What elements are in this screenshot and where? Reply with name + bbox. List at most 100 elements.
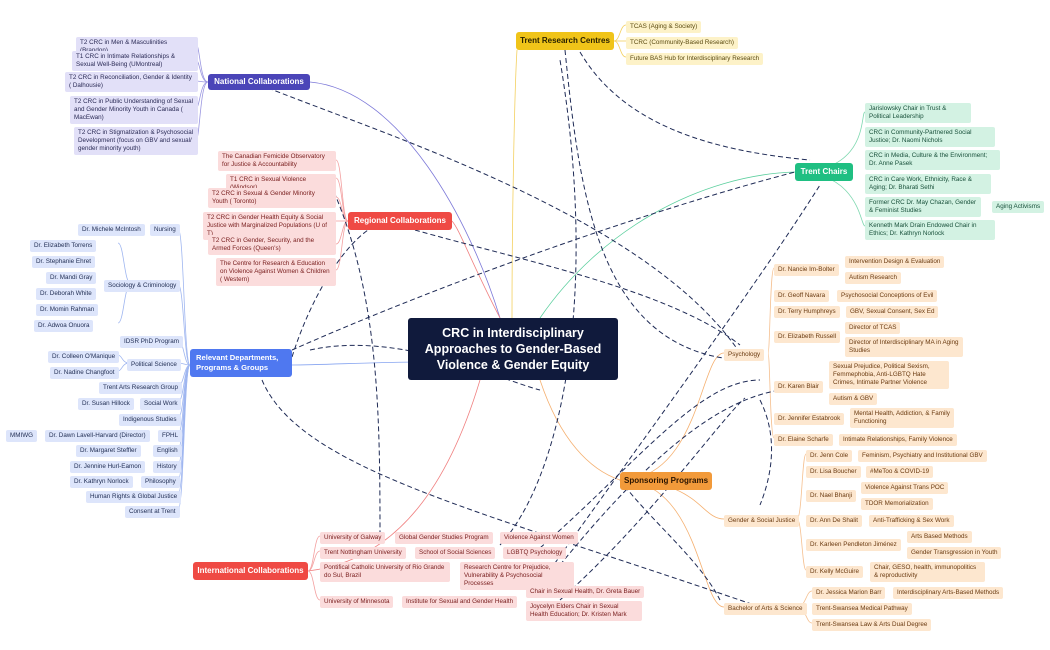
gsus-bhanji[interactable]: Dr. Nael Bhanji xyxy=(806,490,856,502)
sponsoring-programs-node[interactable]: Sponsoring Programs xyxy=(620,472,712,490)
program-psychology[interactable]: Psychology xyxy=(724,349,765,361)
gsus-boucher[interactable]: Dr. Lisa Boucher xyxy=(806,466,861,478)
nursing-person[interactable]: Dr. Michele McIntosh xyxy=(78,224,145,236)
psych-blair[interactable]: Dr. Karen Blair xyxy=(774,381,823,393)
chair-ethics[interactable]: Kenneth Mark Drain Endowed Chair in Ethi… xyxy=(865,220,995,240)
scharfe-topic[interactable]: Intimate Relationships, Family Violence xyxy=(839,434,957,446)
research-centre-tcrc[interactable]: TCRC (Community-Based Research) xyxy=(626,37,738,49)
dept-philosophy[interactable]: Philosophy xyxy=(141,476,180,488)
barr-topic[interactable]: Interdisciplinary Arts-Based Methods xyxy=(893,587,1004,599)
dept-history[interactable]: History xyxy=(153,461,181,473)
regional-item-6[interactable]: The Centre for Research & Education on V… xyxy=(216,258,336,286)
international-collaborations-node[interactable]: International Collaborations xyxy=(193,562,308,580)
intl-galway[interactable]: University of Galway xyxy=(320,532,386,544)
socio-person-4[interactable]: Dr. Deborah White xyxy=(36,288,96,300)
mcguire-topic[interactable]: Chair, GESO, health, immunopolitics & re… xyxy=(870,562,985,582)
philosophy-person[interactable]: Dr. Kathryn Norlock xyxy=(70,476,133,488)
national-item-2[interactable]: T1 CRC in Intimate Relationships & Sexua… xyxy=(72,51,198,71)
research-centre-tcas[interactable]: TCAS (Aging & Society) xyxy=(626,21,702,33)
bas-law-arts[interactable]: Trent-Swansea Law & Arts Dual Degree xyxy=(812,619,932,631)
russell-topic-2[interactable]: Director of Interdisciplinary MA in Agin… xyxy=(845,337,963,357)
psych-humphreys[interactable]: Dr. Terry Humphreys xyxy=(774,306,840,318)
program-gsus[interactable]: Gender & Social Justice xyxy=(724,515,800,527)
regional-collaborations-node[interactable]: Regional Collaborations xyxy=(348,212,452,230)
chair-chazan[interactable]: Former CRC Dr. May Chazan, Gender & Femi… xyxy=(865,197,981,217)
chair-care-work[interactable]: CRC in Care Work, Ethnicity, Race & Agin… xyxy=(865,174,991,194)
dept-sociology[interactable]: Sociology & Criminology xyxy=(104,280,181,292)
dept-idsr[interactable]: IDSR PhD Program xyxy=(120,336,183,348)
intl-umn[interactable]: University of Minnesota xyxy=(320,596,394,608)
history-person[interactable]: Dr. Jennine Hurl-Eamon xyxy=(70,461,146,473)
social-work-person[interactable]: Dr. Susan Hillock xyxy=(78,398,134,410)
chair-media-culture[interactable]: CRC in Media, Culture & the Environment;… xyxy=(865,150,1000,170)
blair-topic-1[interactable]: Sexual Prejudice, Political Sexism, Femm… xyxy=(829,361,949,389)
chair-community-justice[interactable]: CRC in Community-Partnered Social Justic… xyxy=(865,127,995,147)
national-item-3[interactable]: T2 CRC in Reconciliation, Gender & Ident… xyxy=(65,72,198,92)
socio-person-2[interactable]: Dr. Stephanie Ehret xyxy=(32,256,95,268)
psych-russell[interactable]: Dr. Elizabeth Russell xyxy=(774,331,841,343)
intl-umn-chair-2[interactable]: Joycelyn Elders Chair in Sexual Health E… xyxy=(526,601,642,621)
intl-pucrs[interactable]: Pontifical Catholic University of Rio Gr… xyxy=(320,562,450,582)
trent-research-centres-node[interactable]: Trent Research Centres xyxy=(516,32,614,50)
english-person[interactable]: Dr. Margaret Steffler xyxy=(76,445,141,457)
national-item-5[interactable]: T2 CRC in Stigmatization & Psychosocial … xyxy=(74,127,198,155)
socio-person-3[interactable]: Dr. Mandi Gray xyxy=(46,272,97,284)
intl-galway-topic[interactable]: Violence Against Women xyxy=(500,532,578,544)
dept-english[interactable]: English xyxy=(153,445,182,457)
dept-social-work[interactable]: Social Work xyxy=(140,398,182,410)
intl-galway-program[interactable]: Global Gender Studies Program xyxy=(395,532,493,544)
gsus-pendleton-jimenez[interactable]: Dr. Karleen Pendleton Jiménez xyxy=(806,539,901,551)
dept-consent[interactable]: Consent at Trent xyxy=(125,506,180,518)
gsus-cole[interactable]: Dr. Jenn Cole xyxy=(806,450,853,462)
intl-umn-chair-1[interactable]: Chair in Sexual Health, Dr. Greta Bauer xyxy=(526,586,645,598)
pendleton-topic-1[interactable]: Arts Based Methods xyxy=(907,531,972,543)
dept-fphl[interactable]: FPHL xyxy=(158,430,183,442)
national-collaborations-node[interactable]: National Collaborations xyxy=(208,74,310,90)
socio-person-6[interactable]: Dr. Adwoa Onuora xyxy=(34,320,94,332)
psych-im-bolter[interactable]: Dr. Nancie Im-Bolter xyxy=(774,264,839,276)
polisci-person-1[interactable]: Dr. Colleen O'Manique xyxy=(48,351,120,363)
dept-indigenous[interactable]: Indigenous Studies xyxy=(119,414,181,426)
national-item-4[interactable]: T2 CRC in Public Understanding of Sexual… xyxy=(70,96,198,124)
departments-node[interactable]: Relevant Departments, Programs & Groups xyxy=(190,349,292,377)
russell-topic-1[interactable]: Director of TCAS xyxy=(845,322,901,334)
research-centre-bas-hub[interactable]: Future BAS Hub for Interdisciplinary Res… xyxy=(626,53,764,65)
regional-item-5[interactable]: T2 CRC in Gender, Security, and the Arme… xyxy=(208,235,336,255)
dept-hrgj[interactable]: Human Rights & Global Justice xyxy=(86,491,182,503)
chair-jarislowsky[interactable]: Jarislowsky Chair in Trust & Political L… xyxy=(865,103,971,123)
psych-navara[interactable]: Dr. Geoff Navara xyxy=(774,290,830,302)
mmiwg[interactable]: MMIWG xyxy=(6,430,38,442)
dept-political-science[interactable]: Political Science xyxy=(127,359,181,371)
regional-item-1[interactable]: The Canadian Femicide Observatory for Ju… xyxy=(218,151,336,171)
pendleton-topic-2[interactable]: Gender Transgression in Youth xyxy=(907,547,1002,559)
intl-ntu[interactable]: Trent Nottingham University xyxy=(320,547,406,559)
estabrook-topic[interactable]: Mental Health, Addiction, & Family Funct… xyxy=(850,408,954,428)
im-bolter-topic-1[interactable]: Intervention Design & Evaluation xyxy=(845,256,945,268)
socio-person-5[interactable]: Dr. Momin Rahman xyxy=(36,304,99,316)
intl-pucrs-program[interactable]: Research Centre for Prejudice, Vulnerabi… xyxy=(460,562,574,590)
aging-activisms[interactable]: Aging Activisms xyxy=(992,201,1045,213)
im-bolter-topic-2[interactable]: Autism Research xyxy=(845,272,901,284)
blair-topic-2[interactable]: Autism & GBV xyxy=(829,393,878,405)
gsus-de-shalit[interactable]: Dr. Ann De Shalit xyxy=(806,515,862,527)
bhanji-topic-2[interactable]: TDOR Memorialization xyxy=(861,498,933,510)
trent-chairs-node[interactable]: Trent Chairs xyxy=(795,163,853,181)
polisci-person-2[interactable]: Dr. Nadine Changfoot xyxy=(50,367,119,379)
regional-item-3[interactable]: T2 CRC in Sexual & Gender Minority Youth… xyxy=(208,188,336,208)
program-bas[interactable]: Bachelor of Arts & Science xyxy=(724,603,807,615)
psych-estabrook[interactable]: Dr. Jennifer Estabrook xyxy=(774,413,845,425)
navara-topic[interactable]: Psychosocial Conceptions of Evil xyxy=(837,290,938,302)
dept-nursing[interactable]: Nursing xyxy=(150,224,180,236)
cole-topic[interactable]: Feminism, Psychiatry and Institutional G… xyxy=(858,450,987,462)
intl-ntu-topic[interactable]: LGBTQ Psychology xyxy=(503,547,567,559)
dept-targ[interactable]: Trent Arts Research Group xyxy=(99,382,183,394)
bas-barr[interactable]: Dr. Jessica Marion Barr xyxy=(812,587,886,599)
de-shalit-topic[interactable]: Anti-Trafficking & Sex Work xyxy=(869,515,954,527)
gsus-mcguire[interactable]: Dr. Kelly McGuire xyxy=(806,566,863,578)
central-topic[interactable]: CRC in Interdisciplinary Approaches to G… xyxy=(408,318,618,380)
socio-person-1[interactable]: Dr. Elizabeth Torrens xyxy=(30,240,97,252)
boucher-topic[interactable]: #MeToo & COVID-19 xyxy=(866,466,934,478)
bhanji-topic-1[interactable]: Violence Against Trans POC xyxy=(861,482,949,494)
intl-ntu-program[interactable]: School of Social Sciences xyxy=(415,547,496,559)
psych-scharfe[interactable]: Dr. Elaine Scharfe xyxy=(774,434,833,446)
